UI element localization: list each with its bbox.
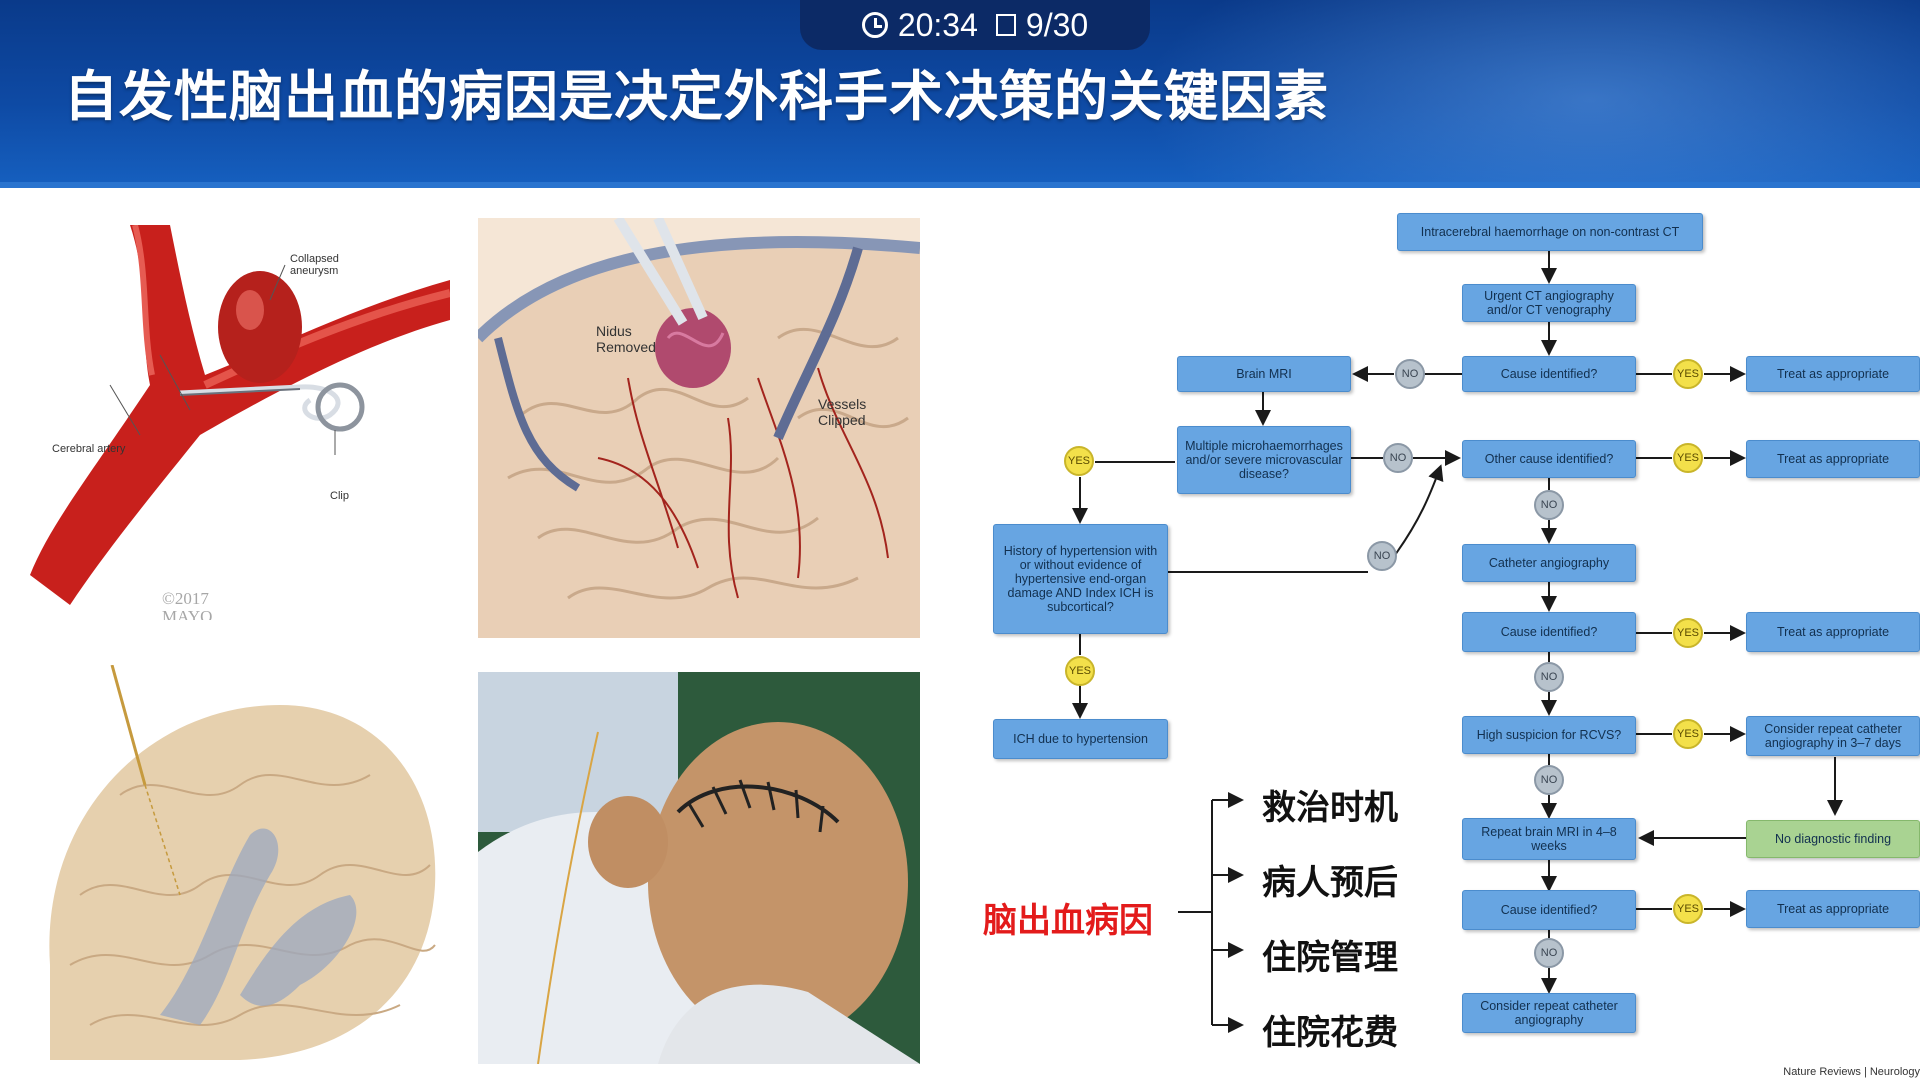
label-collapsed-aneurysm: Collapsed aneurysm xyxy=(290,253,339,277)
flow-cause2-box: Cause identified? xyxy=(1462,612,1636,652)
no-marker: NO xyxy=(1395,359,1425,389)
page-counter: 9/30 xyxy=(1025,6,1089,43)
slide-title: 自发性脑出血的病因是决定外科手术决策的关键因素 xyxy=(64,65,1329,128)
yes-marker: YES xyxy=(1673,443,1703,473)
label-nidus-removed: Nidus Removed xyxy=(596,323,656,355)
flow-catheter-box: Catheter angiography xyxy=(1462,544,1636,582)
yes-marker: YES xyxy=(1673,894,1703,924)
source-credit: Nature Reviews | Neurology xyxy=(1783,1066,1920,1078)
page-icon xyxy=(995,14,1016,36)
yes-marker: YES xyxy=(1673,618,1703,648)
no-marker: NO xyxy=(1383,443,1413,473)
surgery-photo xyxy=(478,672,920,1064)
no-marker: NO xyxy=(1367,541,1397,571)
header-glow xyxy=(1140,0,1920,188)
yes-marker: YES xyxy=(1064,446,1094,476)
label-cerebral-artery: Cerebral artery xyxy=(52,443,126,455)
flow-cause1-box: Cause identified? xyxy=(1462,356,1636,392)
flow-start-box: Intracerebral haemorrhage on non-contras… xyxy=(1397,213,1703,251)
flow-cta-box: Urgent CT angiography and/or CT venograp… xyxy=(1462,284,1636,322)
yes-marker: YES xyxy=(1673,719,1703,749)
mayo-watermark: ©2017 MAYO xyxy=(162,589,213,621)
flow-final-box: Consider repeat catheter angiography xyxy=(1462,993,1636,1033)
label-vessels-clipped: Vessels Clipped xyxy=(818,396,867,428)
label-clip: Clip xyxy=(330,490,349,502)
flow-treat3-box: Treat as appropriate xyxy=(1746,612,1920,652)
branch-prognosis: 病人预后 xyxy=(1262,863,1398,903)
flow-brain-mri-box: Brain MRI xyxy=(1177,356,1351,392)
flow-repeat-mri-box: Repeat brain MRI in 4–8 weeks xyxy=(1462,818,1636,860)
header-stripe xyxy=(0,182,1920,188)
flow-other-cause-box: Other cause identified? xyxy=(1462,440,1636,478)
branch-hospital-cost: 住院花费 xyxy=(1262,1013,1398,1053)
slide-timer-bar: 20:34 9/30 xyxy=(800,0,1150,50)
branch-hospital-management: 住院管理 xyxy=(1262,938,1398,978)
flow-repeat-cath-box: Consider repeat catheter angiography in … xyxy=(1746,716,1920,756)
flow-treat1-box: Treat as appropriate xyxy=(1746,356,1920,392)
flow-no-diagnostic-box: No diagnostic finding xyxy=(1746,820,1920,858)
flow-cause3-box: Cause identified? xyxy=(1462,890,1636,930)
flow-treat4-box: Treat as appropriate xyxy=(1746,890,1920,928)
yes-marker: YES xyxy=(1065,656,1095,686)
no-marker: NO xyxy=(1534,765,1564,795)
flow-treat2-box: Treat as appropriate xyxy=(1746,440,1920,478)
branch-treatment-timing: 救治时机 xyxy=(1262,788,1398,828)
no-marker: NO xyxy=(1534,490,1564,520)
no-marker: NO xyxy=(1534,938,1564,968)
yes-marker: YES xyxy=(1673,359,1703,389)
brain-drain-illustration xyxy=(40,665,450,1060)
avm-removal-illustration: Nidus Removed Vessels Clipped xyxy=(478,218,920,638)
flow-micro-box: Multiple microhaemorrhages and/or severe… xyxy=(1177,426,1351,494)
ich-cause-label: 脑出血病因 xyxy=(983,901,1153,941)
no-marker: NO xyxy=(1534,662,1564,692)
aneurysm-clip-illustration: Collapsed aneurysm Cerebral artery Clip … xyxy=(30,225,450,620)
flow-rcvs-box: High suspicion for RCVS? xyxy=(1462,716,1636,754)
clock-icon xyxy=(861,12,888,38)
elapsed-time: 20:34 xyxy=(897,6,978,43)
flow-ich-hypertension-box: ICH due to hypertension xyxy=(993,719,1168,759)
flow-history-box: History of hypertension with or without … xyxy=(993,524,1168,634)
